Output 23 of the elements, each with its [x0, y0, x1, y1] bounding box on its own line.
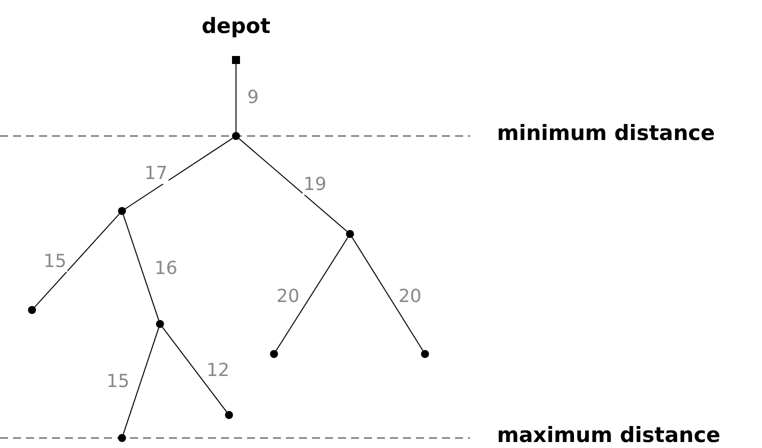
- point-dot: [118, 434, 126, 442]
- edge-label: 19: [302, 175, 328, 195]
- tree-edge: [276, 236, 348, 352]
- tree-edge: [124, 138, 234, 210]
- point-dot: [225, 411, 233, 419]
- line-label: minimum distance: [497, 121, 715, 145]
- point-dot: [421, 350, 429, 358]
- line-label: maximum distance: [497, 423, 720, 447]
- edge-label: 15: [42, 252, 68, 272]
- tree-edge: [122, 214, 160, 321]
- point-dot: [346, 230, 354, 238]
- tree-edge: [352, 236, 424, 352]
- tree-edge: [122, 327, 160, 435]
- point-dot: [156, 320, 164, 328]
- point-dot: [118, 207, 126, 215]
- tree-edge: [238, 138, 348, 232]
- point-dot: [270, 350, 278, 358]
- point-dot: [232, 132, 240, 140]
- edge-label: 17: [144, 164, 168, 184]
- point-dot: [28, 306, 36, 314]
- tree-edge: [34, 213, 120, 308]
- node-title: depot: [200, 14, 272, 38]
- tree-edge: [162, 326, 228, 412]
